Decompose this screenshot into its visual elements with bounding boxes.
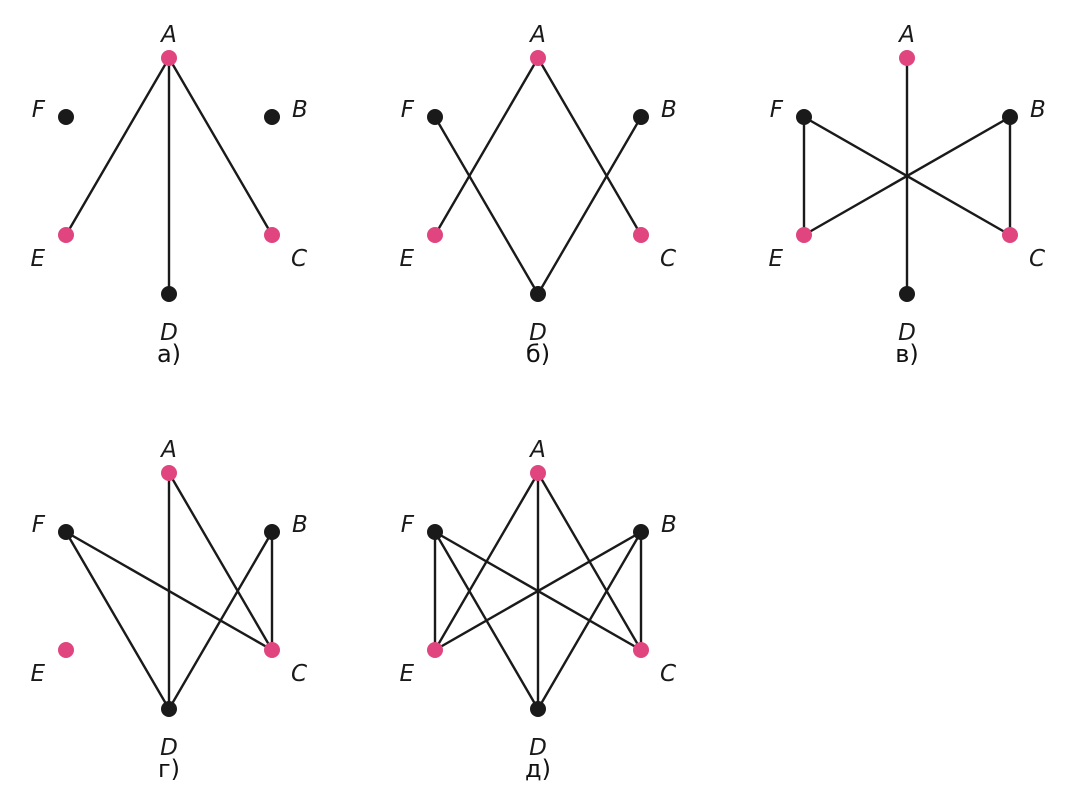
vertex-c — [1002, 227, 1018, 243]
vertex-label-a: A — [897, 22, 915, 48]
vertex-label-c: C — [1029, 246, 1045, 272]
vertex-e — [58, 227, 74, 243]
edge-b-d — [167, 530, 274, 711]
vertex-a — [161, 465, 177, 481]
vertex-b — [264, 524, 280, 540]
vertex-label-b: B — [661, 512, 677, 538]
vertex-label-f: F — [401, 97, 415, 123]
vertex-label-c: C — [660, 246, 676, 272]
vertex-a — [161, 50, 177, 66]
vertex-f — [427, 524, 443, 540]
edge-a-c — [167, 471, 274, 652]
graph-caption: в) — [895, 340, 919, 368]
vertex-f — [796, 109, 812, 125]
vertex-label-f: F — [32, 512, 46, 538]
vertex-label-a: A — [528, 437, 546, 463]
vertex-label-a: A — [528, 22, 546, 48]
edge-a-e — [433, 56, 540, 237]
vertex-f — [427, 109, 443, 125]
edge-b-d — [536, 115, 643, 296]
vertex-label-e: E — [768, 246, 783, 272]
vertex-label-b: B — [661, 97, 677, 123]
vertex-b — [1002, 109, 1018, 125]
edge-a-e — [64, 56, 171, 237]
vertex-label-c: C — [660, 661, 676, 687]
vertex-label-d: D — [898, 320, 916, 346]
vertex-label-d: D — [160, 735, 178, 761]
vertex-label-e: E — [399, 661, 414, 687]
edge-a-c — [536, 56, 643, 237]
vertex-label-d: D — [529, 320, 547, 346]
vertex-e — [427, 642, 443, 658]
vertex-label-b: B — [1030, 97, 1046, 123]
vertex-f — [58, 109, 74, 125]
vertex-label-c: C — [291, 246, 307, 272]
graph-panel-1: A B C D E Fа) — [30, 22, 307, 368]
vertex-d — [530, 701, 546, 717]
vertex-label-c: C — [291, 661, 307, 687]
edge-f-d — [64, 530, 171, 711]
vertex-a — [530, 50, 546, 66]
vertex-e — [58, 642, 74, 658]
vertex-d — [530, 286, 546, 302]
vertex-label-a: A — [159, 437, 177, 463]
vertex-a — [530, 465, 546, 481]
vertex-label-f: F — [32, 97, 46, 123]
vertex-label-b: B — [292, 512, 308, 538]
edge-b-e — [433, 530, 643, 652]
vertex-f — [58, 524, 74, 540]
graph-caption: д) — [525, 755, 551, 783]
vertex-c — [633, 227, 649, 243]
vertex-e — [796, 227, 812, 243]
graph-caption: б) — [526, 340, 550, 368]
vertex-c — [633, 642, 649, 658]
edge-f-c — [64, 530, 274, 652]
vertex-label-e: E — [30, 661, 45, 687]
vertex-b — [633, 524, 649, 540]
vertex-label-e: E — [30, 246, 45, 272]
vertex-label-e: E — [399, 246, 414, 272]
graph-panel-4: A B C D E Fг) — [30, 437, 307, 783]
vertex-b — [633, 109, 649, 125]
vertex-c — [264, 227, 280, 243]
graph-caption: г) — [158, 755, 180, 783]
edge-b-d — [536, 530, 643, 711]
vertex-e — [427, 227, 443, 243]
vertex-d — [161, 701, 177, 717]
vertex-label-d: D — [529, 735, 547, 761]
vertex-b — [264, 109, 280, 125]
graph-caption: а) — [157, 340, 181, 368]
vertex-label-f: F — [770, 97, 784, 123]
vertex-c — [264, 642, 280, 658]
vertex-label-d: D — [160, 320, 178, 346]
vertex-d — [899, 286, 915, 302]
edge-b-e — [802, 115, 1012, 237]
edge-f-d — [433, 115, 540, 296]
graph-panel-2: A B C D E Fб) — [399, 22, 676, 368]
vertex-d — [161, 286, 177, 302]
vertex-label-b: B — [292, 97, 308, 123]
vertex-label-a: A — [159, 22, 177, 48]
graph-panel-3: A B C D E Fв) — [768, 22, 1045, 368]
vertex-a — [899, 50, 915, 66]
vertex-label-f: F — [401, 512, 415, 538]
edge-a-c — [167, 56, 274, 237]
graph-panel-5: A B C D E Fд) — [399, 437, 676, 783]
